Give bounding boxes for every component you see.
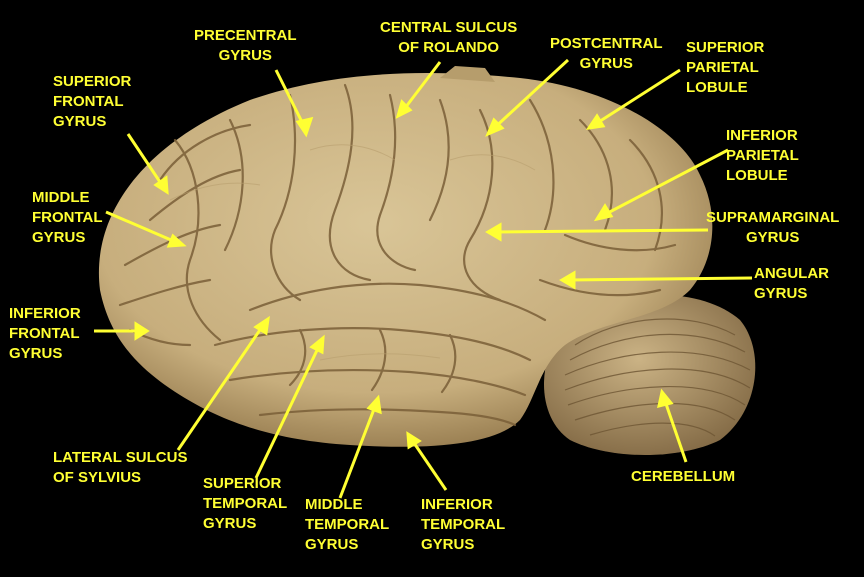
arrowhead-inferior-temporal (406, 431, 422, 450)
arrowhead-inferior-frontal (134, 321, 150, 341)
pointer-superior-parietal (593, 68, 681, 127)
pointer-cerebellum (662, 397, 688, 463)
pointer-supramarginal (493, 228, 709, 234)
cerebellum-shape (543, 294, 756, 455)
pointer-middle-frontal (105, 210, 179, 245)
arrowhead-middle-frontal (166, 233, 187, 248)
pointer-inferior-temporal (410, 439, 448, 491)
arrowhead-superior-parietal (585, 113, 606, 130)
arrowhead-precentral (295, 116, 314, 138)
arrowhead-cerebellum (657, 388, 674, 409)
cerebellum-folia (564, 318, 751, 437)
arrowhead-middle-temporal (366, 394, 382, 415)
arrowhead-supramarginal (485, 222, 502, 242)
cerebrum-shape (98, 73, 713, 447)
arrowhead-postcentral (485, 117, 505, 137)
pointer-lines (94, 58, 753, 499)
arrowhead-angular (559, 270, 576, 290)
stem-shape (440, 66, 495, 82)
arrowhead-central-sulcus (395, 99, 413, 119)
arrowhead-superior-frontal (153, 175, 169, 195)
gyri-highlights (169, 144, 536, 361)
arrowhead-lateral-sulcus (253, 315, 270, 336)
pointer-lateral-sulcus (176, 323, 266, 451)
pointer-inferior-parietal (601, 148, 729, 218)
pointer-superior-frontal (126, 133, 166, 189)
pointer-central-sulcus (400, 61, 442, 113)
pointer-middle-temporal (338, 403, 378, 499)
arrowhead-inferior-parietal (593, 203, 614, 222)
pointer-postcentral (490, 58, 570, 132)
label-cerebellum: CEREBELLUM (631, 468, 736, 485)
arrowhead-superior-temporal (309, 334, 325, 355)
pointer-angular (567, 276, 753, 282)
pointer-superior-temporal (254, 343, 322, 479)
